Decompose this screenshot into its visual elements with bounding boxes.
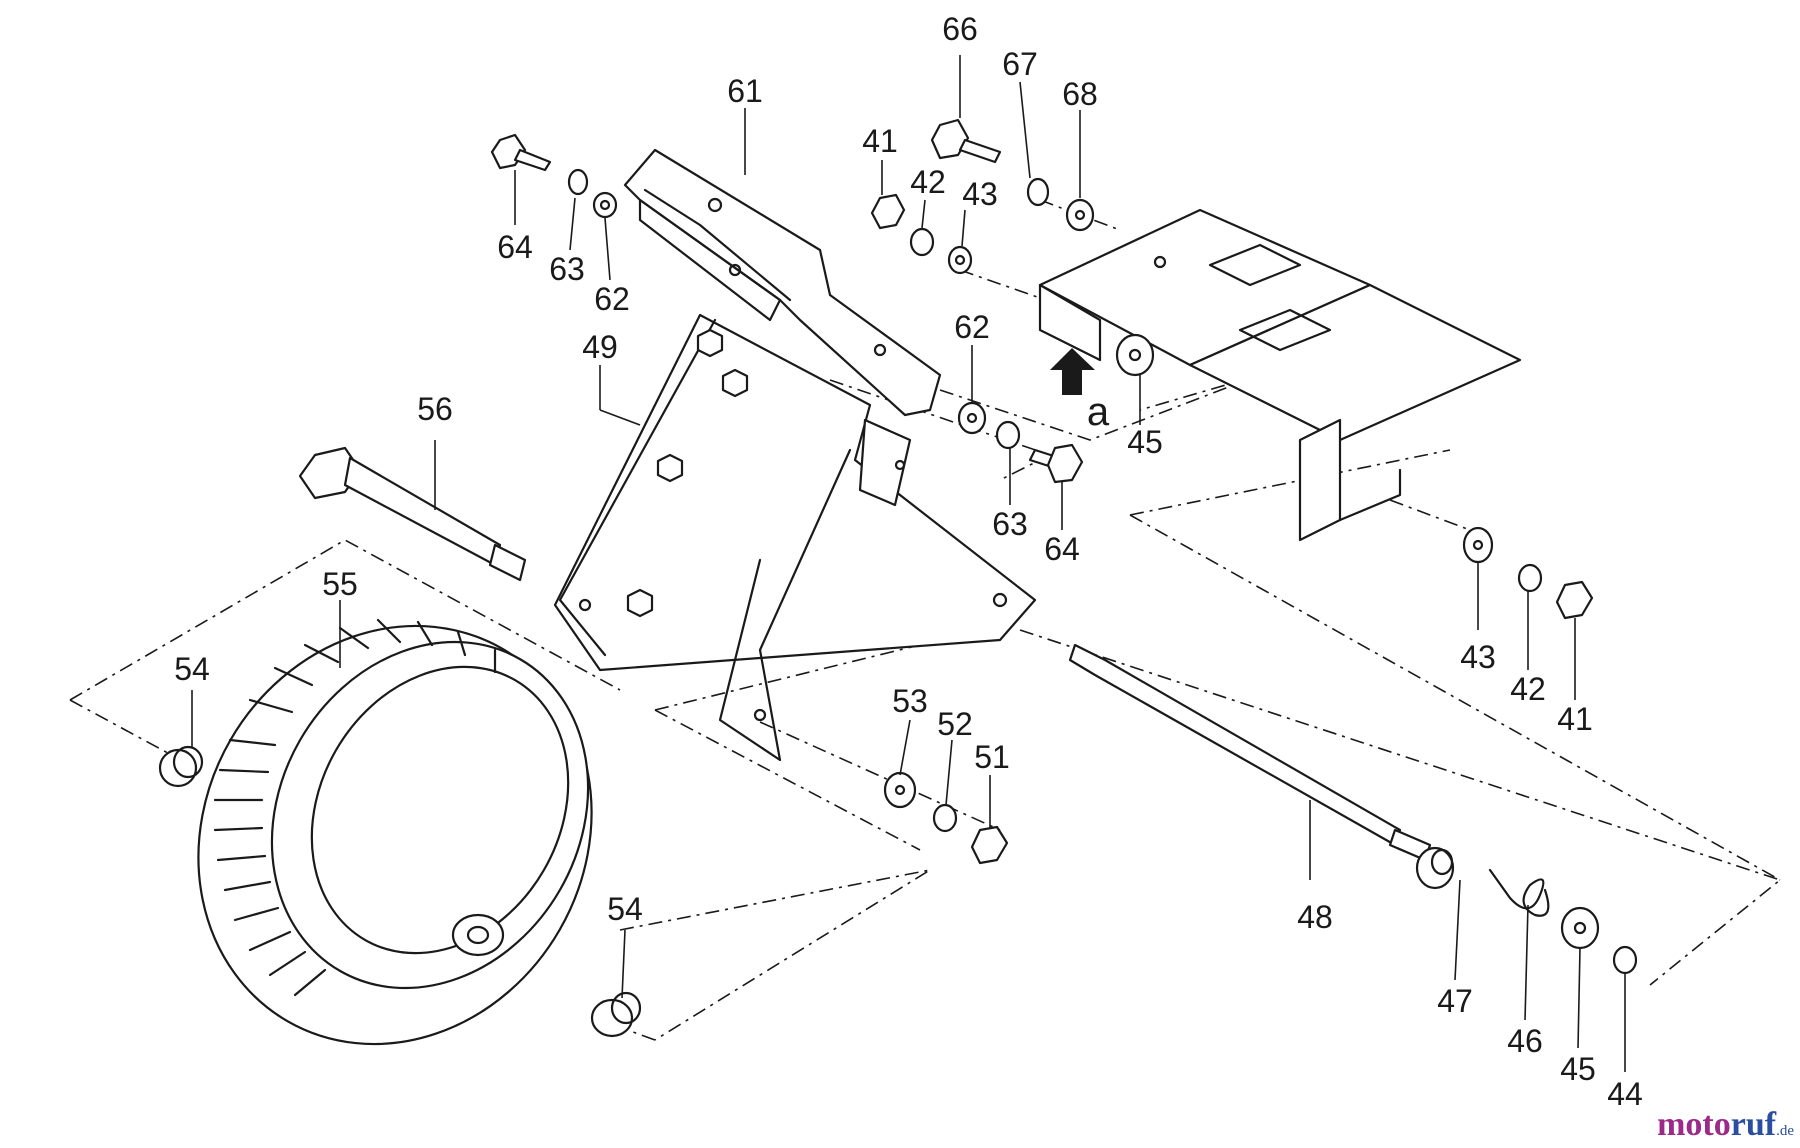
callout-45-upper: 45 (1127, 424, 1163, 460)
callout-41-right: 41 (1557, 701, 1593, 737)
callout-43-right: 43 (1460, 639, 1496, 675)
callout-67: 67 (1002, 46, 1038, 82)
handle-frame (1038, 208, 1522, 542)
callout-41-upper: 41 (862, 123, 898, 159)
callout-43-upper: 43 (962, 176, 998, 212)
part-callouts: 61 66 67 68 41 42 43 64 63 62 49 62 45 5… (174, 11, 1643, 1112)
callout-63-upper: 63 (549, 251, 585, 287)
callout-56: 56 (417, 391, 453, 427)
spacer-54-upper (158, 745, 204, 788)
callout-42-upper: 42 (910, 164, 946, 200)
watermark-part2: ruf (1730, 1106, 1777, 1143)
view-letter-label: a (1087, 390, 1110, 434)
callout-44: 44 (1607, 1076, 1643, 1112)
callout-45-lower: 45 (1560, 1051, 1596, 1087)
callout-46: 46 (1507, 1023, 1543, 1059)
watermark-part1: moto (1657, 1106, 1731, 1143)
callout-47: 47 (1437, 983, 1473, 1019)
watermark-suffix: .de (1776, 1123, 1794, 1139)
site-watermark: motoruf.de (1657, 1106, 1794, 1144)
spacer-54-lower (590, 991, 642, 1038)
callout-64-mid: 64 (1044, 531, 1080, 567)
callout-63-mid: 63 (992, 506, 1028, 542)
callout-48: 48 (1297, 899, 1333, 935)
callout-42-right: 42 (1510, 671, 1546, 707)
callout-61: 61 (727, 73, 763, 109)
wheel-55 (197, 618, 593, 1046)
callout-64-upper: 64 (497, 229, 533, 265)
callout-53: 53 (892, 683, 928, 719)
plate-49 (553, 313, 1037, 762)
callout-62-mid: 62 (954, 309, 990, 345)
hardware (490, 118, 1638, 975)
leader-lines (191, 55, 1626, 1072)
view-arrow: a (1050, 348, 1110, 434)
axle-48 (1068, 643, 1432, 862)
callout-52: 52 (937, 706, 973, 742)
bolt-56 (298, 446, 527, 582)
callout-54-lower: 54 (607, 891, 643, 927)
callout-62-upper: 62 (594, 281, 630, 317)
callout-55: 55 (322, 566, 358, 602)
tire-tread (213, 618, 497, 997)
callout-54-upper: 54 (174, 651, 210, 687)
bracket-61 (623, 148, 942, 417)
callout-66: 66 (942, 11, 978, 47)
callout-68: 68 (1062, 76, 1098, 112)
callout-51: 51 (974, 739, 1010, 775)
callout-49: 49 (582, 329, 618, 365)
